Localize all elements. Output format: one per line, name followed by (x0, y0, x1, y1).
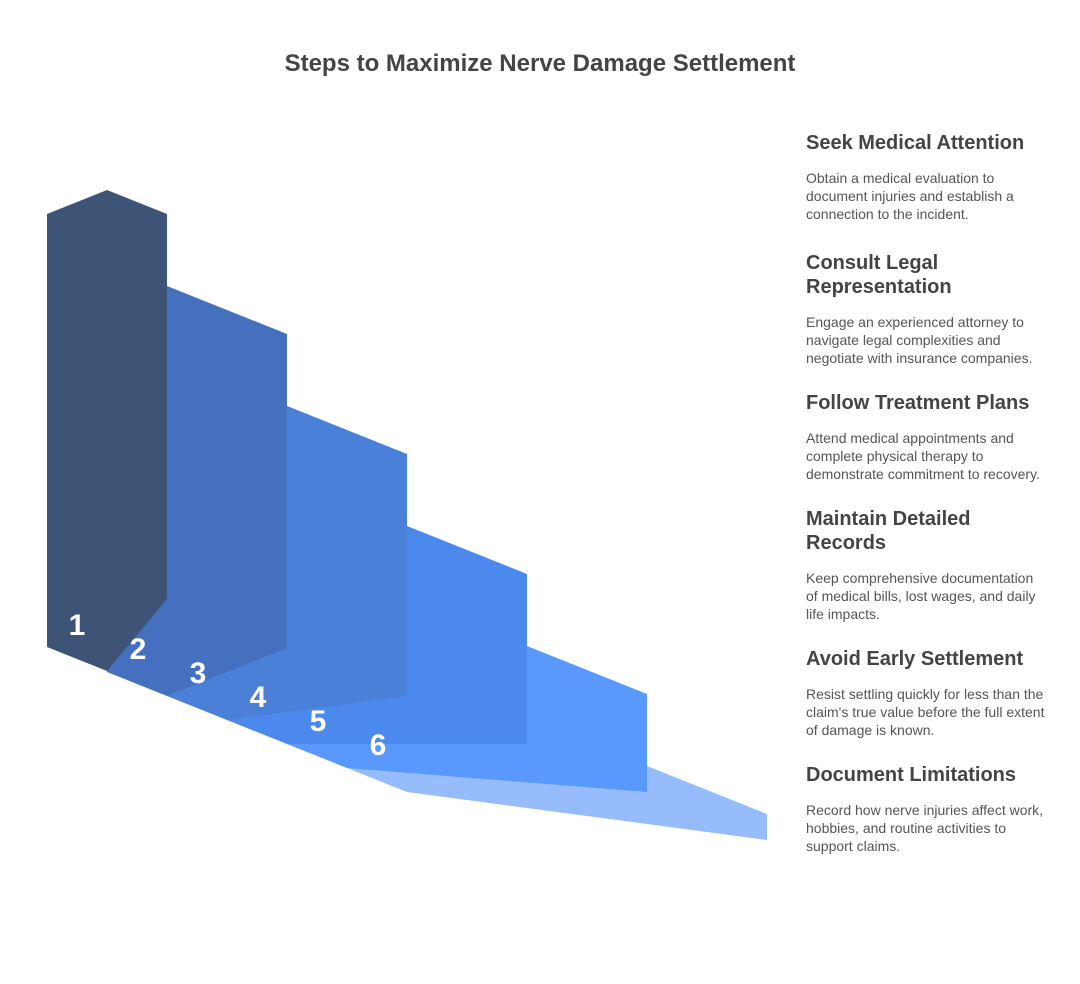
step-number-6: 6 (370, 729, 387, 762)
step-description: Engage an experienced attorney to naviga… (806, 314, 1033, 366)
step-block-1 (47, 190, 167, 671)
step-number-4: 4 (250, 681, 267, 714)
step-description: Resist settling quickly for less than th… (806, 686, 1045, 738)
step-title: Follow Treatment Plans (806, 392, 1030, 414)
step-title: Seek Medical Attention (806, 132, 1025, 154)
step-number-1: 1 (69, 609, 86, 642)
step-item-4: Maintain Detailed Records Keep comprehen… (806, 507, 1046, 623)
step-number-3: 3 (190, 657, 207, 690)
step-description: Keep comprehensive documentation of medi… (806, 570, 1036, 622)
step-item-6: Document Limitations Record how nerve in… (806, 763, 1046, 855)
step-description: Obtain a medical evaluation to document … (806, 170, 1014, 222)
diagram-title: Steps to Maximize Nerve Damage Settlemen… (284, 50, 796, 77)
step-item-5: Avoid Early Settlement Resist settling q… (806, 647, 1046, 739)
step-item-3: Follow Treatment Plans Attend medical ap… (806, 391, 1046, 483)
step-item-1: Seek Medical Attention Obtain a medical … (806, 131, 1046, 223)
steps-list: Seek Medical Attention Obtain a medical … (806, 131, 1046, 855)
step-title: Document Limitations (806, 764, 1017, 786)
step-description: Record how nerve injuries affect work, h… (806, 802, 1044, 854)
step-number-5: 5 (310, 705, 327, 738)
step-number-2: 2 (130, 633, 147, 666)
step-item-2: Consult Legal Representation Engage an e… (806, 251, 1046, 367)
step-title: Consult Legal Representation (806, 252, 952, 298)
step-description: Attend medical appointments and complete… (806, 430, 1040, 482)
step-title: Maintain Detailed Records (806, 508, 971, 554)
step-title: Avoid Early Settlement (806, 648, 1024, 670)
